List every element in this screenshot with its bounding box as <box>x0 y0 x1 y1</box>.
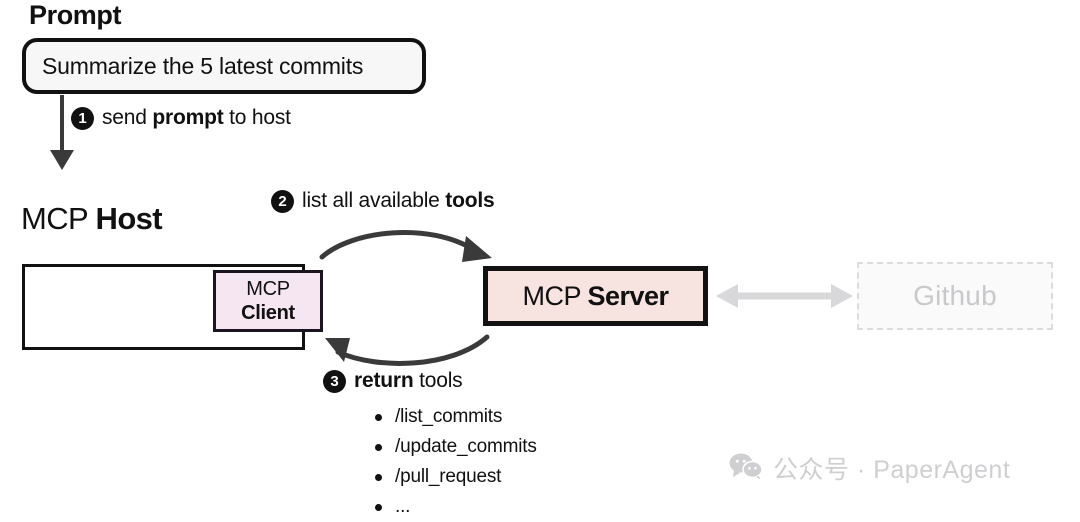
list-item: /update_commits <box>373 432 537 462</box>
wechat-icon <box>729 452 763 487</box>
watermark-text: 公众号 · PaperAgent <box>773 455 1011 484</box>
prompt-text: Summarize the 5 latest commits <box>42 53 364 79</box>
mcp-client-box[interactable]: MCP Client <box>213 270 323 332</box>
step-2-text: list all available tools <box>302 188 495 214</box>
arrow-server-to-client <box>325 334 490 366</box>
mcp-host-title-bold: Host <box>95 201 163 236</box>
mcp-server-label-regular: MCP <box>522 281 588 311</box>
prompt-box[interactable]: Summarize the 5 latest commits <box>22 38 426 94</box>
prompt-title: Prompt <box>29 0 122 30</box>
tools-list: /list_commits /update_commits /pull_requ… <box>373 402 537 522</box>
step-1-prefix: send <box>102 106 153 129</box>
arrow-server-github-bidirectional <box>716 284 853 308</box>
step-3-bold: return <box>354 369 414 392</box>
mcp-server-box[interactable]: MCP Server <box>483 266 708 326</box>
step-2-prefix: list all available <box>302 189 446 212</box>
step-1-badge: 1 <box>71 106 94 130</box>
step-1-suffix: to host <box>223 106 291 129</box>
mcp-client-label-bottom: Client <box>241 301 295 324</box>
github-label: Github <box>913 280 997 311</box>
step-3-text: return tools <box>354 368 463 394</box>
mcp-server-label: MCP Server <box>522 280 669 312</box>
github-box[interactable]: Github <box>857 262 1053 330</box>
list-item: ... <box>373 492 537 522</box>
step-2-label: 2 list all available tools <box>271 188 495 214</box>
list-item: /list_commits <box>373 402 537 432</box>
step-3-badge: 3 <box>323 369 346 393</box>
step-1-text: send prompt to host <box>102 105 291 131</box>
step-2-badge: 2 <box>271 189 294 213</box>
step-3-suffix: tools <box>413 369 463 392</box>
step-1-bold: prompt <box>152 106 224 129</box>
mcp-host-title: MCP Host <box>21 200 163 238</box>
arrow-client-to-server <box>319 229 492 262</box>
mcp-host-title-regular: MCP <box>21 201 96 236</box>
step-2-bold: tools <box>445 189 495 212</box>
mcp-server-label-bold: Server <box>587 281 669 311</box>
step-1-label: 1 send prompt to host <box>71 105 291 131</box>
list-item: /pull_request <box>373 462 537 492</box>
step-3-label: 3 return tools <box>323 368 463 394</box>
watermark: 公众号 · PaperAgent <box>729 452 1010 487</box>
mcp-client-label-top: MCP <box>246 277 290 300</box>
